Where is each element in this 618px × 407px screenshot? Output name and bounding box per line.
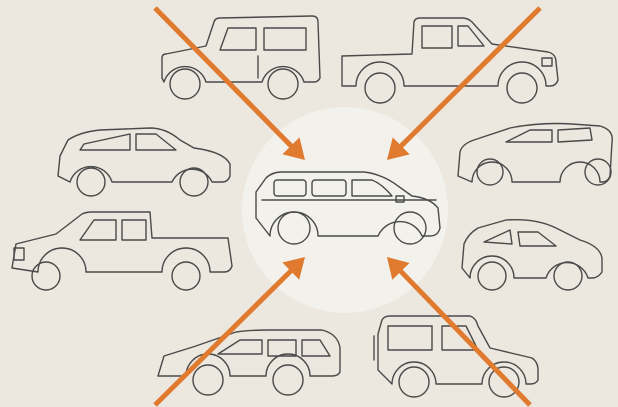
- center-highlight-circle: [242, 107, 448, 313]
